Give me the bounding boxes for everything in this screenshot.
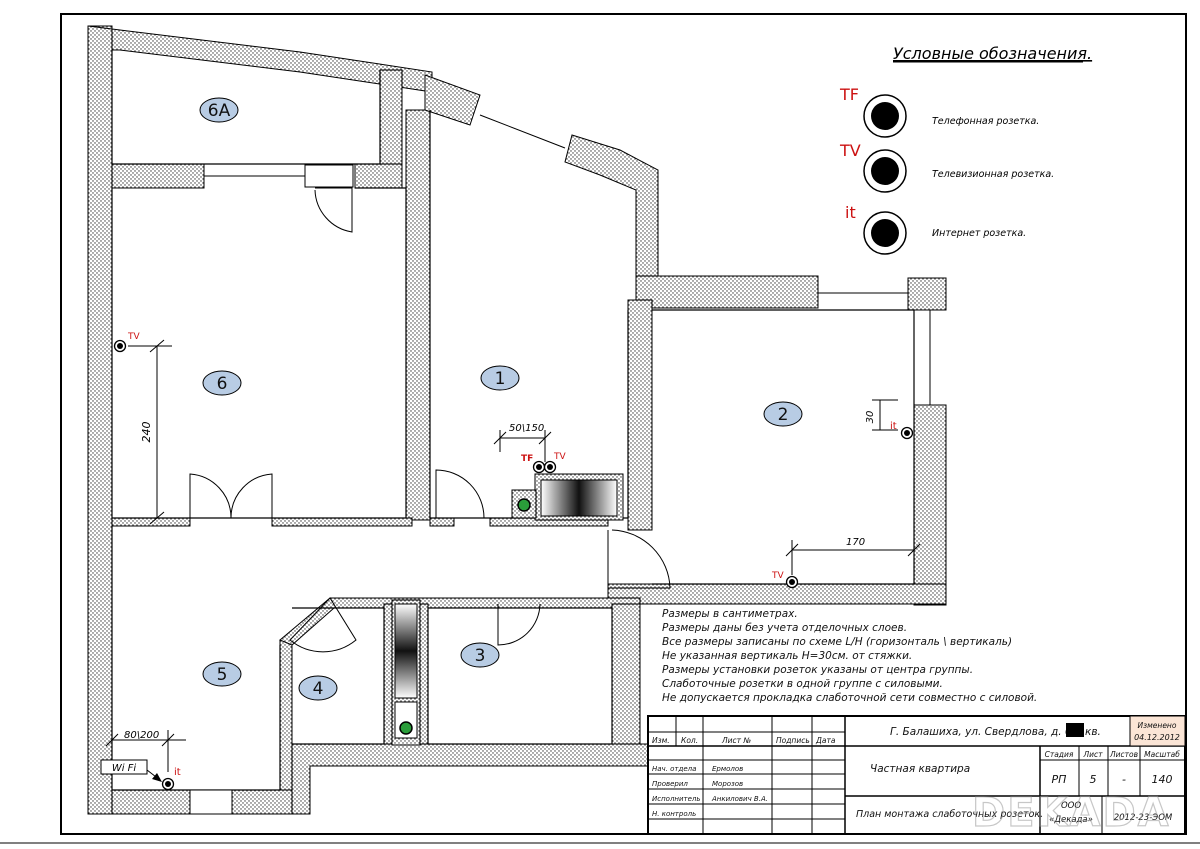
svg-text:Размеры установки розеток указ: Размеры установки розеток указаны от цен… bbox=[662, 664, 973, 676]
svg-text:Дата: Дата bbox=[815, 736, 836, 745]
svg-text:TF: TF bbox=[839, 85, 859, 104]
legend-title: Условные обозначения. bbox=[893, 44, 1092, 63]
svg-text:Проверил: Проверил bbox=[652, 780, 688, 788]
title-block bbox=[647, 715, 1186, 835]
svg-text:it: it bbox=[890, 421, 897, 432]
svg-text:Морозов: Морозов bbox=[712, 780, 743, 788]
svg-text:04.12.2012: 04.12.2012 bbox=[1134, 733, 1180, 742]
walls bbox=[87, 25, 947, 815]
svg-text:Н. контроль: Н. контроль bbox=[652, 810, 696, 818]
svg-text:Анкилович В.А.: Анкилович В.А. bbox=[711, 795, 768, 803]
power-socket-icon bbox=[399, 721, 413, 735]
room-labels: 6А 1 2 6 5 4 3 bbox=[199, 97, 803, 701]
legend: Условные обозначения. TF Телефонная розе… bbox=[839, 44, 1092, 255]
wifi-label: Wi Fi bbox=[100, 759, 162, 782]
dimension-50-150-label: 50\150 bbox=[509, 423, 544, 434]
svg-text:it: it bbox=[845, 203, 856, 222]
outlet-it-room2: it bbox=[890, 421, 914, 440]
svg-text:Не указанная вертикаль H=30см.: Не указанная вертикаль H=30см. от стяжки… bbox=[662, 650, 912, 662]
svg-text:-: - bbox=[1122, 773, 1126, 786]
outlet-group-room1: TF TV bbox=[521, 452, 566, 474]
svg-text:6А: 6А bbox=[208, 101, 231, 121]
legend-item-internet: it Интернет розетка. bbox=[845, 203, 1026, 255]
dimension-80-200-label: 80\200 bbox=[124, 730, 159, 741]
svg-text:Телефонная розетка.: Телефонная розетка. bbox=[932, 116, 1039, 127]
dimension-30 bbox=[872, 399, 898, 431]
power-socket-icon bbox=[517, 498, 531, 512]
svg-text:«Декада»: «Декада» bbox=[1049, 815, 1093, 825]
dimension-80-200 bbox=[105, 730, 186, 772]
dimension-30-label: 30 bbox=[865, 411, 876, 424]
svg-text:Нач. отдела: Нач. отдела bbox=[652, 765, 696, 773]
svg-text:Подпись: Подпись bbox=[776, 736, 810, 745]
legend-item-tv: TV Телевизионная розетка. bbox=[839, 141, 1054, 193]
room-outlines bbox=[111, 50, 915, 791]
svg-text:2: 2 bbox=[778, 405, 789, 425]
svg-text:Масштаб: Масштаб bbox=[1144, 750, 1180, 759]
redacted-block bbox=[1066, 723, 1084, 737]
sheet-frame bbox=[60, 13, 1187, 835]
room-6: 6 bbox=[202, 370, 242, 396]
svg-text:2012-23-ЭОМ: 2012-23-ЭОМ bbox=[1114, 813, 1173, 823]
outlet-it-room5: it bbox=[161, 767, 181, 791]
room-3: 3 bbox=[460, 642, 500, 668]
svg-text:Wi Fi: Wi Fi bbox=[112, 763, 137, 774]
svg-text:Ермолов: Ермолов bbox=[712, 765, 743, 773]
project-name: Частная квартира bbox=[870, 763, 970, 775]
room-4: 4 bbox=[298, 675, 338, 701]
svg-text:ООО: ООО bbox=[1061, 801, 1081, 811]
svg-text:Стадия: Стадия bbox=[1045, 750, 1074, 759]
svg-text:TF: TF bbox=[521, 454, 533, 464]
svg-text:5: 5 bbox=[217, 665, 228, 685]
svg-text:РП: РП bbox=[1052, 773, 1067, 786]
room-1: 1 bbox=[480, 365, 520, 391]
svg-text:Телевизионная розетка.: Телевизионная розетка. bbox=[932, 169, 1054, 180]
dimension-170 bbox=[785, 540, 921, 575]
svg-text:Размеры даны без учета отделоч: Размеры даны без учета отделочных слоев. bbox=[662, 622, 907, 634]
svg-text:Размеры в сантиметрах.: Размеры в сантиметрах. bbox=[662, 608, 798, 620]
svg-text:Не допускается прокладка слабо: Не допускается прокладка слаботочной сет… bbox=[662, 692, 1037, 704]
room-6A: 6А bbox=[199, 97, 239, 123]
dimension-170-label: 170 bbox=[846, 537, 865, 548]
svg-text:Изм.: Изм. bbox=[652, 736, 670, 745]
svg-text:Интернет розетка.: Интернет розетка. bbox=[932, 228, 1026, 239]
svg-text:3: 3 bbox=[475, 646, 486, 666]
windows bbox=[189, 114, 931, 815]
svg-text:Слаботочные розетки в одной гр: Слаботочные розетки в одной группе с сил… bbox=[662, 678, 943, 690]
svg-text:it: it bbox=[174, 767, 181, 778]
dimension-240-label: 240 bbox=[140, 422, 153, 443]
svg-text:140: 140 bbox=[1152, 773, 1173, 786]
svg-text:4: 4 bbox=[313, 679, 324, 699]
outlet-tv-room6: TV bbox=[113, 332, 140, 353]
dimension-240 bbox=[128, 339, 172, 525]
svg-text:Лист: Лист bbox=[1082, 750, 1103, 759]
room-2: 2 bbox=[763, 401, 803, 427]
svg-text:Исполнитель: Исполнитель bbox=[652, 795, 701, 803]
shaft-blocks bbox=[391, 473, 624, 746]
legend-item-phone: TF Телефонная розетка. bbox=[839, 85, 1039, 138]
room-5: 5 bbox=[202, 661, 242, 687]
svg-text:Изменено: Изменено bbox=[1138, 721, 1177, 730]
address: Г. Балашиха, ул. Свердлова, д. 65, кв. bbox=[890, 726, 1101, 738]
svg-text:1: 1 bbox=[495, 369, 506, 389]
svg-text:Все размеры записаны по схеме: Все размеры записаны по схеме L/H (гориз… bbox=[662, 636, 1012, 648]
doors bbox=[189, 187, 671, 653]
svg-text:Лист №: Лист № bbox=[721, 736, 751, 745]
svg-text:Кол.: Кол. bbox=[681, 736, 698, 745]
dimension-50-150 bbox=[493, 430, 552, 462]
svg-text:6: 6 bbox=[217, 374, 228, 394]
svg-text:5: 5 bbox=[1090, 773, 1097, 786]
arrow-icon bbox=[152, 773, 162, 782]
outlet-tv-room2: TV bbox=[771, 571, 799, 589]
sheet-title: План монтажа слаботочных розеток. bbox=[856, 809, 1043, 820]
svg-text:TV: TV bbox=[553, 452, 566, 462]
svg-text:TV: TV bbox=[771, 571, 784, 581]
svg-text:Листов: Листов bbox=[1109, 750, 1138, 759]
notes: Размеры в сантиметрах. Размеры даны без … bbox=[662, 608, 1037, 704]
watermark: DEKADA bbox=[972, 790, 1171, 836]
svg-text:TV: TV bbox=[839, 141, 861, 160]
svg-text:TV: TV bbox=[127, 332, 140, 342]
